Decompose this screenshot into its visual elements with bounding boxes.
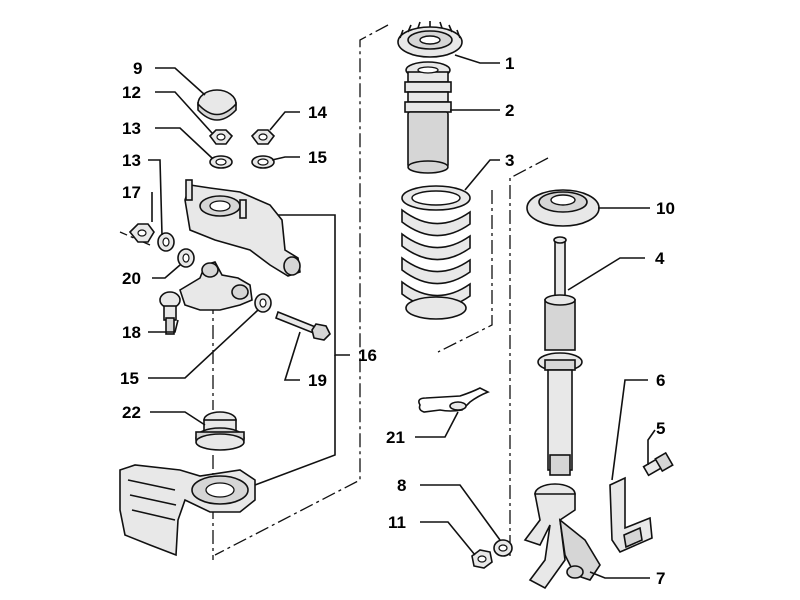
part-11-nut <box>471 549 493 569</box>
callout-20: 20 <box>122 269 141 288</box>
callout-7: 7 <box>656 569 665 588</box>
callout-1: 1 <box>505 54 514 73</box>
callout-12: 12 <box>122 83 141 102</box>
callout-15b: 15 <box>120 369 139 388</box>
part-15-washer-lower <box>254 293 272 313</box>
part-15-washer-upper <box>251 155 275 169</box>
part-14-nut <box>250 129 276 145</box>
part-12-nut <box>208 129 234 145</box>
leader-15a <box>271 156 300 161</box>
part-13-washer-upper <box>209 155 233 169</box>
part-16-lower-housing <box>119 464 256 557</box>
callout-9: 9 <box>133 59 142 78</box>
callout-5: 5 <box>656 419 665 438</box>
callout-21: 21 <box>386 428 405 447</box>
axis-line-nut <box>119 231 151 246</box>
leader-19 <box>283 331 301 381</box>
part-5-bolt <box>642 451 674 477</box>
callout-13b: 13 <box>122 151 141 170</box>
part-10-spring-seat <box>526 189 600 227</box>
part-6-bracket <box>609 476 653 554</box>
group-bracket-spring <box>437 190 493 353</box>
part-13-washer-lower <box>157 232 175 252</box>
part-7-knuckle <box>523 483 601 590</box>
leader-12 <box>155 91 213 134</box>
part-1-top-mount <box>397 21 463 58</box>
callout-6: 6 <box>656 371 665 390</box>
part-20-washer <box>177 248 195 268</box>
leader-11 <box>420 521 476 556</box>
callout-labels: 1 2 3 4 5 6 7 8 9 10 11 12 13 13 14 15 1… <box>120 54 675 588</box>
part-9-rubber-cap <box>197 89 237 121</box>
callout-3: 3 <box>505 151 514 170</box>
part-3-coil-spring <box>401 185 471 320</box>
leader-4 <box>567 257 645 291</box>
leader-5 <box>647 429 656 465</box>
leader-20 <box>152 264 181 279</box>
leader-15b <box>148 309 259 379</box>
leader-14 <box>269 111 300 131</box>
callout-16: 16 <box>358 346 377 365</box>
part-8-washer <box>493 539 513 557</box>
leader-16-lower <box>254 355 336 486</box>
leader-16-upper <box>278 214 350 356</box>
callout-13a: 13 <box>122 119 141 138</box>
part-4-shock-absorber <box>537 236 583 476</box>
callout-2: 2 <box>505 101 514 120</box>
callout-15a: 15 <box>308 148 327 167</box>
callout-18: 18 <box>122 323 141 342</box>
part-18-control-arm <box>159 261 253 335</box>
callout-11: 11 <box>388 513 406 532</box>
leader-18 <box>148 319 179 333</box>
leader-7 <box>589 571 650 579</box>
callout-8: 8 <box>397 476 406 495</box>
callout-10: 10 <box>656 199 675 218</box>
leader-13b <box>148 159 163 236</box>
leader-8 <box>420 484 501 541</box>
leader-1 <box>454 54 500 64</box>
part-17-nut <box>128 223 155 243</box>
callout-4: 4 <box>655 249 665 268</box>
part-2-dust-boot <box>404 61 452 174</box>
callout-22: 22 <box>122 403 141 422</box>
leader-13a <box>155 127 213 159</box>
leader-6 <box>611 379 648 481</box>
leader-lines <box>148 54 656 579</box>
part-22-rubber-mount <box>195 411 245 451</box>
leader-3 <box>464 159 500 191</box>
leader-22 <box>150 411 206 426</box>
group-bracket-center <box>214 24 389 556</box>
part-21-clip <box>418 387 490 413</box>
callout-17: 17 <box>122 183 141 202</box>
part-16-mount-bracket <box>184 179 301 277</box>
callout-19: 19 <box>308 371 327 390</box>
leader-9 <box>155 67 206 96</box>
part-19-bolt <box>275 310 331 341</box>
leader-21 <box>415 411 459 438</box>
callout-14: 14 <box>308 103 327 122</box>
